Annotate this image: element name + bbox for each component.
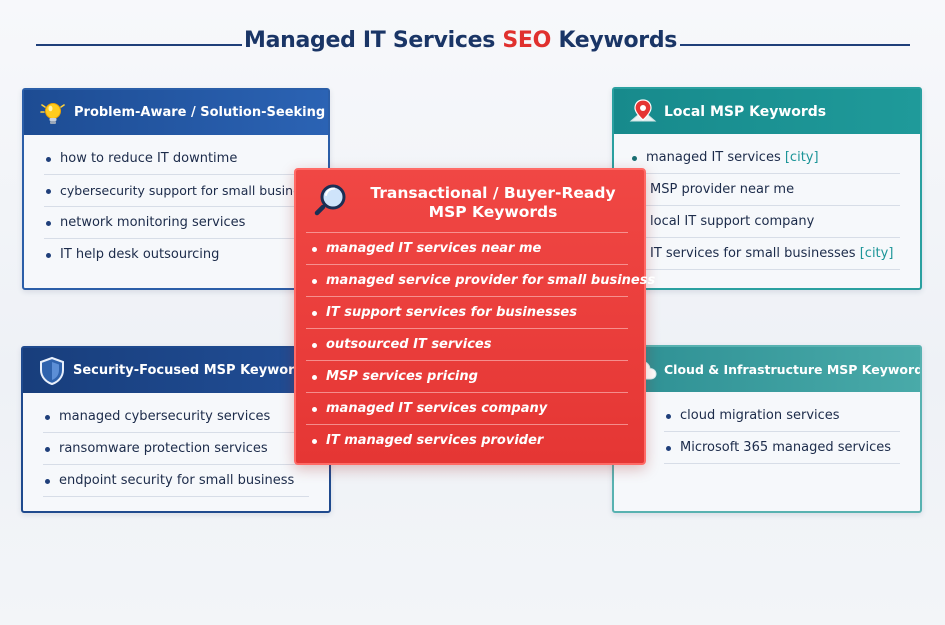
list-item: endpoint security for small business <box>43 465 309 497</box>
keyword-list: how to reduce IT downtime cybersecurity … <box>24 135 328 270</box>
card-title: Problem-Aware / Solution-Seeking Keyword… <box>74 105 328 120</box>
magnifier-icon <box>314 180 350 216</box>
keyword-list: cloud migration services Microsoft 365 m… <box>614 392 920 464</box>
card-title: Cloud & Infrastructure MSP Keywords <box>664 362 920 377</box>
title-rule-left <box>36 44 242 46</box>
list-item: IT help desk outsourcing <box>44 239 308 270</box>
list-item: managed IT services company <box>306 392 628 424</box>
list-item: MSP provider near me <box>634 174 900 206</box>
list-item: cloud migration services <box>664 400 900 432</box>
card-header: Transactional / Buyer-Ready MSP Keywords <box>296 170 644 232</box>
list-item: managed service provider for small busin… <box>306 264 655 296</box>
list-item: IT support services for businesses <box>306 296 628 328</box>
problem-aware-card: Problem-Aware / Solution-Seeking Keyword… <box>22 88 330 290</box>
keyword-list: managed IT services [city] MSP provider … <box>614 134 920 270</box>
lightbulb-icon <box>38 98 68 128</box>
list-item: managed cybersecurity services <box>43 401 309 433</box>
title-row: Managed IT Services SEO Keywords <box>0 28 945 60</box>
shield-icon <box>37 356 67 386</box>
list-item: managed IT services near me <box>306 232 628 264</box>
cloud-infrastructure-card: Cloud & Infrastructure MSP Keywords clou… <box>612 345 922 513</box>
list-item: cybersecurity support for small business <box>44 175 314 207</box>
transactional-card: Transactional / Buyer-Ready MSP Keywords… <box>294 168 655 465</box>
page-title: Managed IT Services SEO Keywords <box>244 28 678 53</box>
list-item: ransomware protection services <box>43 433 309 465</box>
card-header: Security-Focused MSP Keywords <box>23 348 329 393</box>
card-title: Security-Focused MSP Keywords <box>73 363 312 378</box>
list-item: managed IT services [city] <box>626 142 900 174</box>
map-pin-icon <box>628 97 658 127</box>
city-placeholder: [city] <box>859 246 894 261</box>
list-item: local IT support company <box>634 206 900 238</box>
list-item: IT services for small businesses [city] <box>634 238 900 270</box>
list-item: network monitoring services <box>44 207 308 239</box>
city-placeholder: [city] <box>784 150 819 165</box>
list-item: outsourced IT services <box>306 328 628 360</box>
card-title: Transactional / Buyer-Ready MSP Keywords <box>370 184 616 221</box>
list-item: IT managed services provider <box>306 424 628 456</box>
list-item: Microsoft 365 managed services <box>664 432 900 464</box>
local-msp-card: Local MSP Keywords managed IT services [… <box>612 87 922 290</box>
card-header: Problem-Aware / Solution-Seeking Keyword… <box>24 90 328 135</box>
keyword-list: managed IT services near me managed serv… <box>296 232 655 456</box>
list-item: MSP services pricing <box>306 360 628 392</box>
security-focused-card: Security-Focused MSP Keywords managed cy… <box>21 346 331 513</box>
title-accent: SEO <box>502 28 552 53</box>
title-rule-right <box>680 44 910 46</box>
keyword-list: managed cybersecurity services ransomwar… <box>23 393 329 497</box>
card-header: Cloud & Infrastructure MSP Keywords <box>614 347 920 392</box>
card-title: Local MSP Keywords <box>664 103 827 120</box>
card-header: Local MSP Keywords <box>614 89 920 134</box>
list-item: how to reduce IT downtime <box>44 143 308 175</box>
